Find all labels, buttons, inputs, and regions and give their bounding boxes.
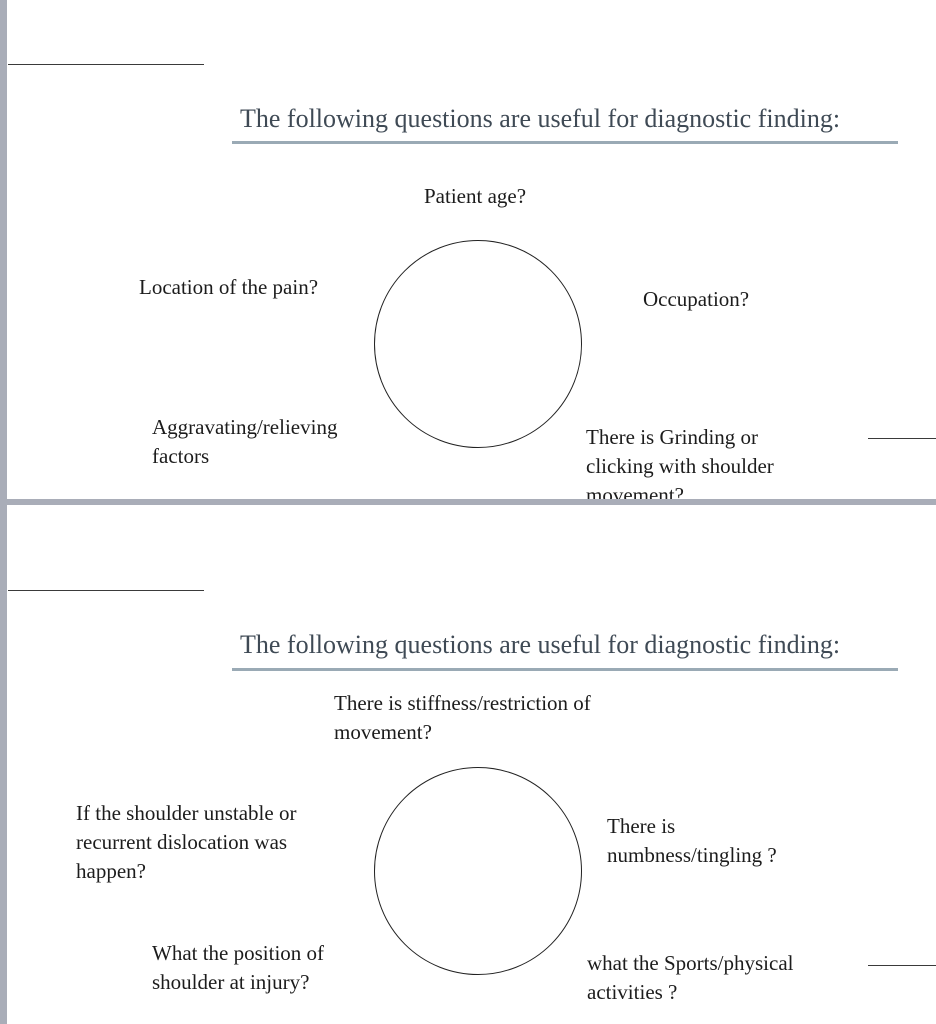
slide-2: The following questions are useful for d… (0, 505, 936, 1024)
question-right-upper: There is numbness/tingling ? (607, 814, 777, 867)
slide-heading: The following questions are useful for d… (240, 104, 841, 133)
question-left-upper: Location of the pain? (139, 275, 319, 299)
heading-underline (232, 668, 898, 671)
slide-heading: The following questions are useful for d… (240, 630, 841, 659)
question-right-lower: what the Sports/physical activities ? (587, 951, 794, 1004)
question-left-lower: Aggravating/relieving factors (152, 415, 338, 468)
center-circle (374, 767, 582, 975)
left-edge-bar (0, 0, 7, 1024)
slide-1: The following questions are useful for d… (0, 0, 936, 499)
center-circle (374, 240, 582, 448)
slide-separator (0, 499, 936, 505)
question-top: Patient age? (424, 184, 527, 208)
question-top: There is stiffness/restriction of moveme… (334, 691, 591, 744)
question-left-lower: What the position of shoulder at injury? (152, 941, 325, 994)
corner-rule (8, 64, 204, 65)
heading-underline (232, 141, 898, 144)
side-rule (868, 965, 936, 966)
side-rule (868, 438, 936, 439)
corner-rule (8, 590, 204, 591)
question-right-upper: Occupation? (643, 287, 750, 311)
question-left-upper: If the shoulder unstable or recurrent di… (76, 801, 297, 883)
question-right-lower: There is Grinding or clicking with shoul… (586, 425, 774, 499)
